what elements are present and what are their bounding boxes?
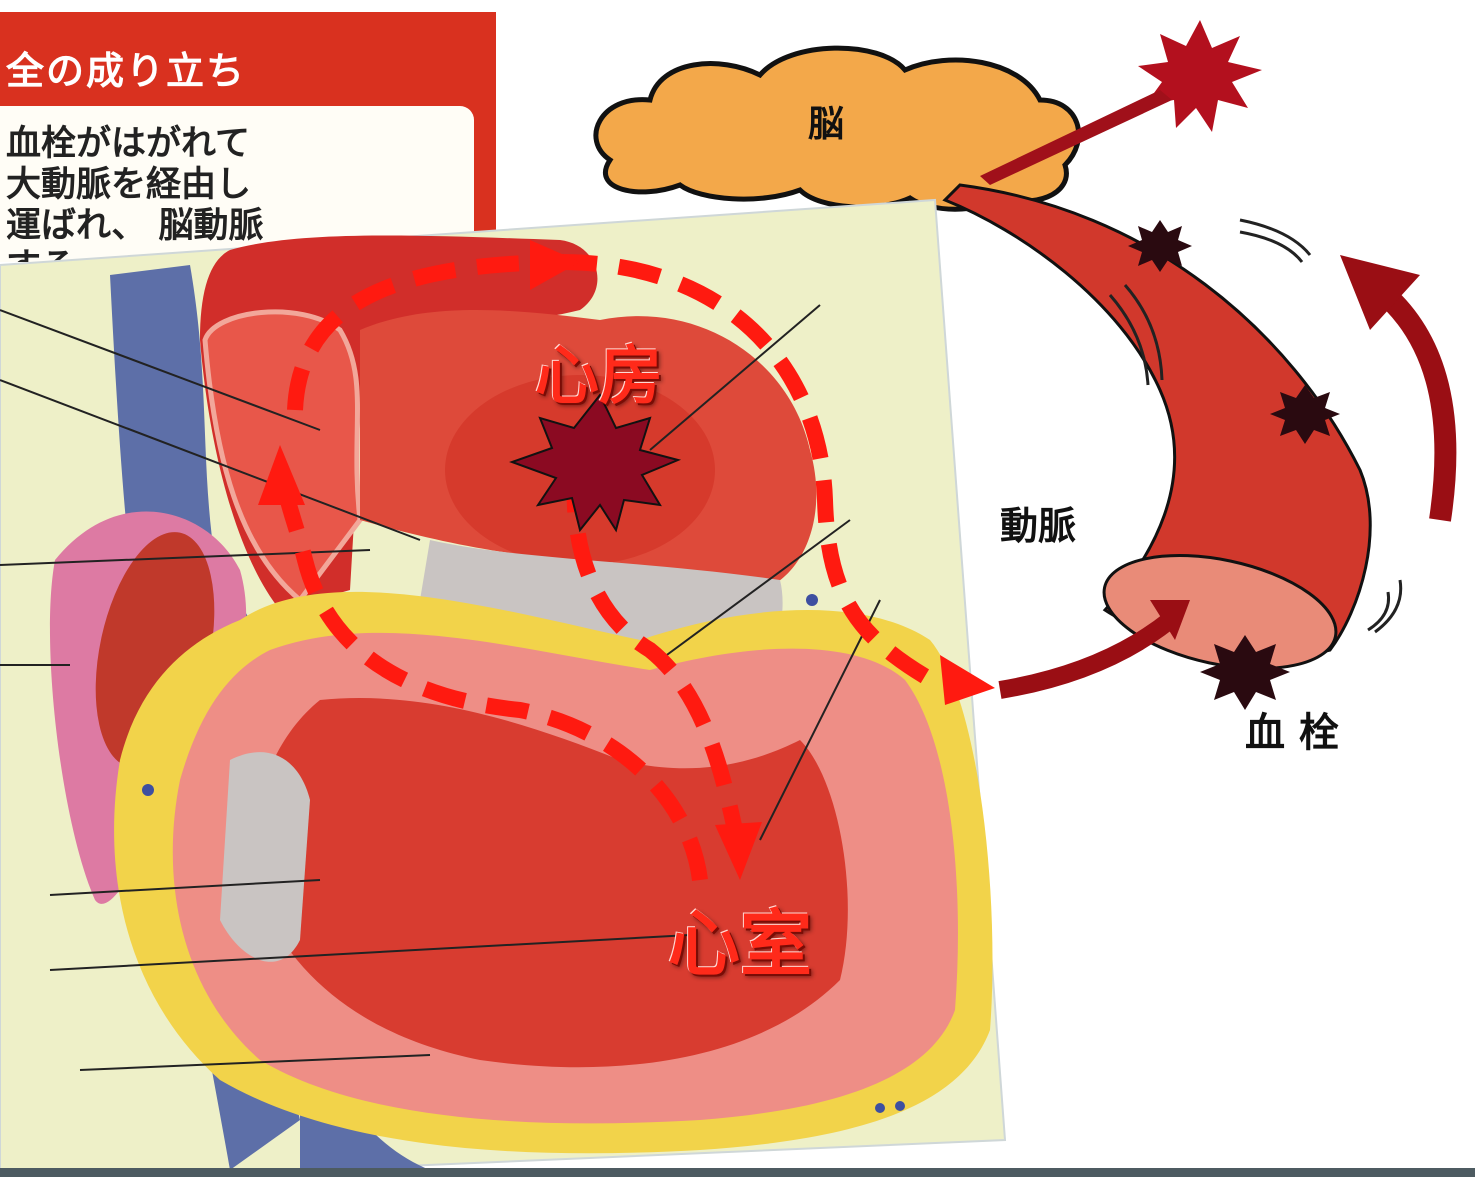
- atrium-label: 心房: [535, 325, 663, 417]
- clot-label: 血 栓: [1245, 700, 1339, 758]
- ventricle-label: 心室: [668, 885, 812, 990]
- artery-label: 動脈: [1000, 495, 1076, 550]
- bottom-strip: [0, 1168, 1475, 1177]
- brain-label: 脳: [808, 95, 844, 147]
